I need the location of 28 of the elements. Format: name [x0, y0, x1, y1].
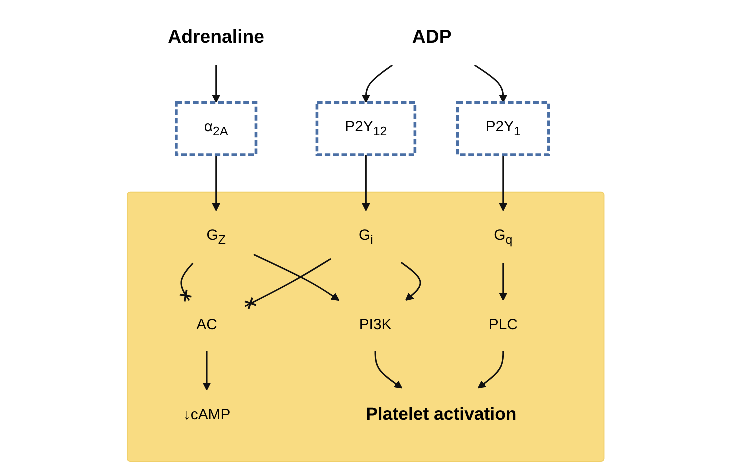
node-text: Adrenaline [168, 27, 265, 48]
node-text: G$_{q}$ [494, 228, 513, 247]
node-text: PLC [489, 317, 518, 334]
arrow [254, 254, 340, 302]
connector [179, 262, 194, 303]
arrow [499, 155, 508, 212]
node-text: ↓cAMP [184, 407, 231, 424]
arrow [478, 351, 504, 389]
connector [244, 258, 332, 310]
node-text: G$_{Z}$ [206, 228, 226, 247]
arrow [374, 351, 403, 389]
node-text: G$_{i}$ [359, 228, 374, 247]
arrow [474, 64, 508, 104]
node-text: ADP [412, 27, 452, 48]
cluster [127, 192, 605, 462]
arrow [212, 155, 221, 212]
node-box: P2Y$_{1}$ [456, 101, 550, 156]
node-text: PI3K [359, 317, 392, 334]
arrow [362, 155, 370, 212]
node-box: P2Y$_{12}$ [316, 101, 417, 156]
arrow [499, 263, 508, 302]
node-box: α$_{2A}$ [175, 101, 258, 156]
arrow [362, 64, 394, 104]
arrow [203, 351, 212, 391]
arrow [212, 65, 221, 104]
arrow [401, 262, 422, 302]
node-text: AC [196, 317, 218, 334]
node-text: Platelet activation [366, 405, 517, 425]
